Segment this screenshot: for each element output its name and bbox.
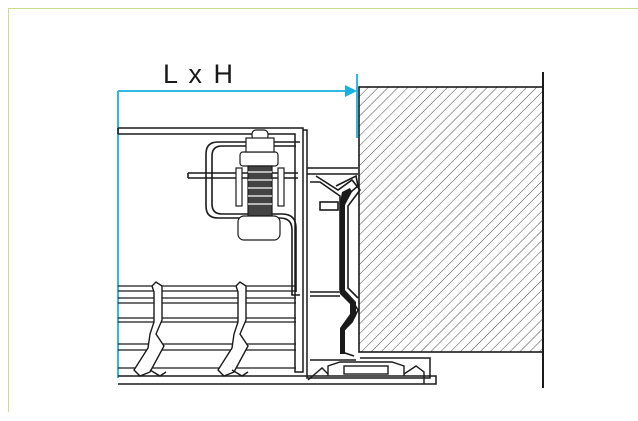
grille-hooks bbox=[149, 369, 249, 377]
grille-blade-1 bbox=[133, 281, 165, 377]
grille-blade-2 bbox=[217, 281, 249, 377]
bottom-clip bbox=[307, 361, 425, 384]
spring-clip bbox=[310, 174, 362, 361]
dimension-line bbox=[117, 74, 358, 378]
bolt bbox=[235, 129, 285, 241]
spring-clip-band bbox=[340, 188, 356, 354]
wall-section bbox=[358, 72, 544, 388]
dimension-arrow bbox=[345, 85, 357, 97]
frame-border-top bbox=[8, 8, 638, 9]
dimension-label: L x H bbox=[163, 59, 235, 89]
frame-border-left bbox=[8, 8, 9, 412]
